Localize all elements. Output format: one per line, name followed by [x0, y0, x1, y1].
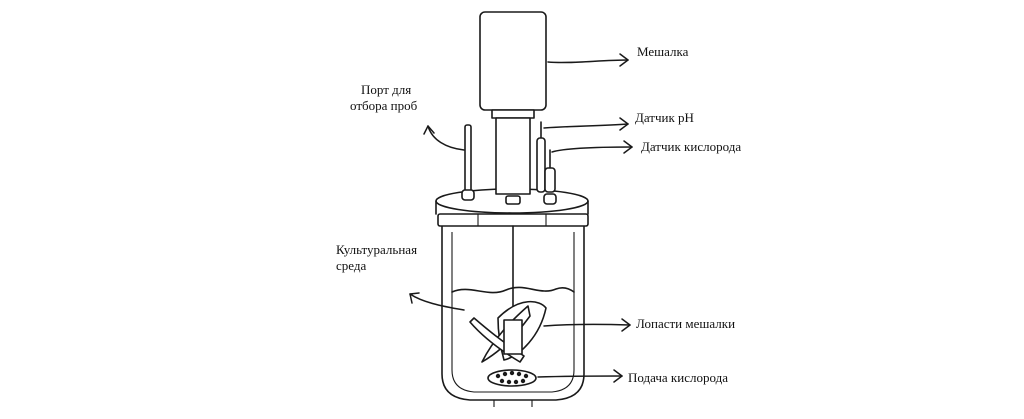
arrow-sampling-port	[423, 125, 465, 151]
label-sampling-port-line2: отбора проб	[350, 98, 418, 113]
arrow-oxygen-sensor	[551, 140, 633, 154]
arrow-culture-medium	[409, 292, 465, 311]
label-impeller-blades: Лопасти мешалки	[636, 316, 735, 331]
label-oxygen-sensor: Датчик кислорода	[641, 139, 741, 154]
label-stirrer: Мешалка	[637, 44, 689, 59]
vessel	[441, 225, 585, 407]
sampling-port	[461, 124, 475, 201]
stirrer-motor	[479, 11, 547, 195]
medium-surface	[451, 286, 575, 294]
label-ph-sensor: Датчик pH	[635, 110, 694, 125]
label-culture-medium-line2: среда	[336, 258, 366, 273]
arrow-oxygen-supply	[537, 369, 623, 383]
oxygen-sparger	[487, 369, 537, 387]
label-oxygen-supply: Подача кислорода	[628, 370, 728, 385]
label-sampling-port-line1: Порт для	[361, 82, 411, 97]
impeller-blades	[469, 300, 547, 363]
ph-probe	[536, 121, 546, 193]
arrow-stirrer	[547, 53, 629, 67]
arrow-ph-sensor	[543, 117, 629, 131]
label-culture-medium-line1: Культуральная	[336, 242, 417, 257]
arrow-impeller-blades	[543, 318, 631, 332]
oxygen-probe	[543, 149, 557, 205]
